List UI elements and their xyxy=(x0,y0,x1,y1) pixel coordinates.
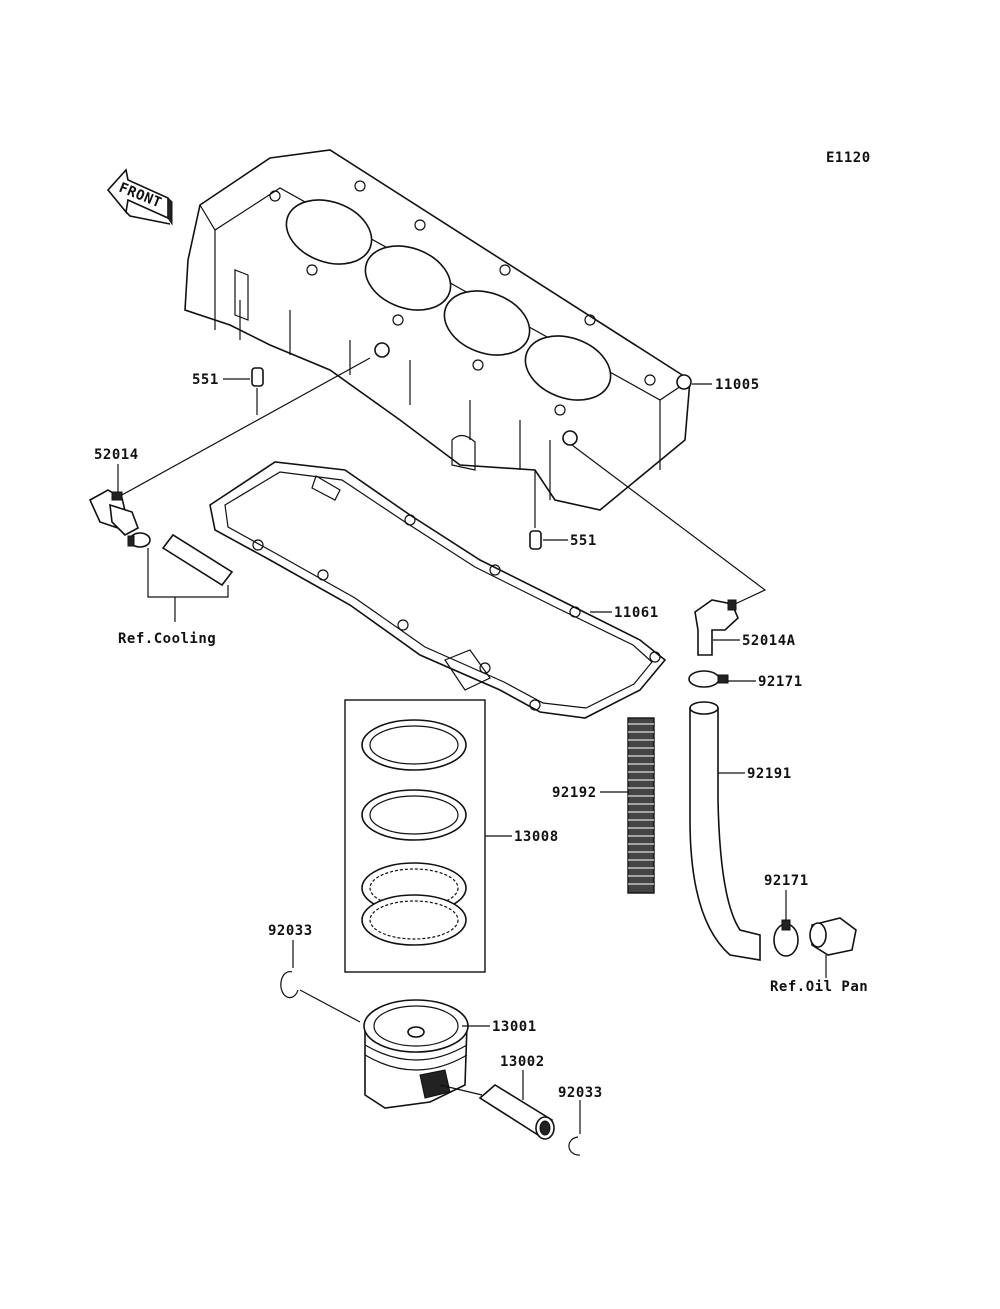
part-551-upper: 551 xyxy=(192,372,219,388)
cylinder-base-gasket xyxy=(209,461,667,719)
part-13002: 13002 xyxy=(500,1054,545,1070)
cylinder-block xyxy=(184,149,692,511)
part-92171-upper: 92171 xyxy=(758,674,803,690)
front-arrow-icon: FRONT xyxy=(106,168,173,226)
circlip-left xyxy=(280,971,299,999)
dowel-pin-upper xyxy=(251,367,264,387)
piston-13001 xyxy=(363,999,469,1109)
part-92033-left: 92033 xyxy=(268,923,313,939)
part-13008: 13008 xyxy=(514,829,559,845)
oil-pan-fitting xyxy=(809,917,857,956)
part-52014: 52014 xyxy=(94,447,139,463)
fitting-52014 xyxy=(88,489,139,536)
part-11005: 11005 xyxy=(715,377,760,393)
diagram-code: E1120 xyxy=(826,150,871,166)
ref-cooling: Ref.Cooling xyxy=(118,631,216,647)
part-11061: 11061 xyxy=(614,605,659,621)
elbow-fitting-52014A xyxy=(694,599,739,656)
part-13001: 13001 xyxy=(492,1019,537,1035)
oil-hose-92191 xyxy=(689,701,761,961)
dowel-pin-lower xyxy=(529,530,542,550)
part-92033-right: 92033 xyxy=(558,1085,603,1101)
hose-clamp-lower xyxy=(773,919,799,957)
spring-guard-92192 xyxy=(627,717,655,894)
piston-ring-set-box xyxy=(344,699,486,973)
part-551-lower: 551 xyxy=(570,533,597,549)
piston-pin-13002 xyxy=(478,1084,555,1140)
cooling-hose xyxy=(161,533,234,587)
part-92191: 92191 xyxy=(747,766,792,782)
cooling-clamp xyxy=(127,532,151,548)
part-52014A: 52014A xyxy=(742,633,796,649)
hose-clamp-upper xyxy=(688,670,729,688)
ref-oil-pan: Ref.Oil Pan xyxy=(770,979,868,995)
part-92171-lower: 92171 xyxy=(764,873,809,889)
part-92192: 92192 xyxy=(552,785,597,801)
circlip-right xyxy=(568,1136,581,1156)
